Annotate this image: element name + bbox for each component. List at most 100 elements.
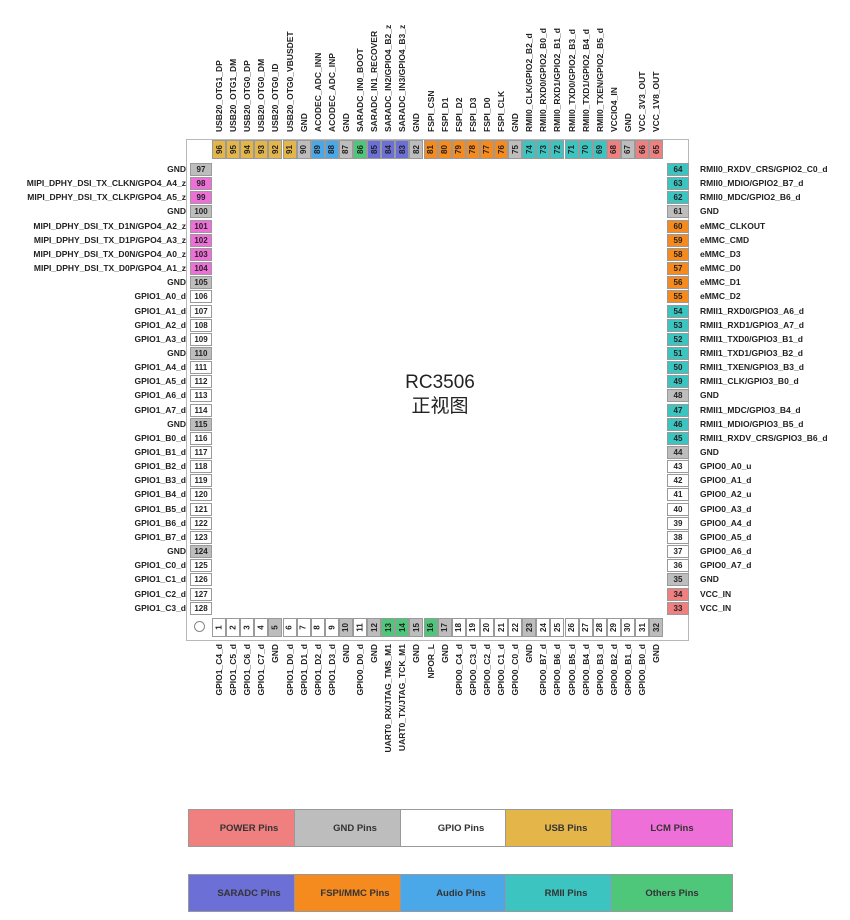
- pin-label-105: GND: [167, 277, 186, 288]
- pin-pad-111: 111: [190, 361, 212, 375]
- legend-item-audio: Audio Pins: [400, 874, 522, 912]
- pin-pad-77: 77: [479, 140, 494, 159]
- pin-number: 6: [284, 625, 294, 630]
- pin-pad-92: 92: [268, 140, 283, 159]
- pin-pad-60: 60: [667, 219, 689, 233]
- pin-number: 21: [496, 623, 506, 632]
- pin-number: 95: [228, 145, 238, 154]
- pin-number: 94: [242, 145, 252, 154]
- pin-pad-75: 75: [508, 140, 523, 159]
- pin-pad-56: 56: [667, 276, 689, 290]
- pin-label-48: GND: [700, 390, 719, 401]
- pin-pad-80: 80: [437, 140, 452, 159]
- pin-pad-98: 98: [190, 177, 212, 191]
- pin-label-108: GPIO1_A2_d: [134, 319, 187, 330]
- pin-pad-53: 53: [667, 318, 689, 332]
- pin-label-59: eMMC_CMD: [700, 234, 750, 245]
- pin-pad-3: 3: [240, 618, 255, 637]
- pin-number: 70: [581, 145, 591, 154]
- pin-pad-59: 59: [667, 233, 689, 247]
- pin-pad-44: 44: [667, 446, 689, 459]
- pin-pad-30: 30: [620, 618, 635, 637]
- pin-pad-57: 57: [667, 262, 689, 276]
- pin-number: 32: [651, 623, 661, 632]
- pin-label-13: UART0_RX/JTAG_TMS_M1: [383, 644, 394, 753]
- pin-pad-114: 114: [190, 403, 212, 417]
- pin-pad-5: 5: [268, 618, 283, 637]
- pin-label-124: GND: [167, 546, 186, 557]
- pin-label-49: RMII1_CLK/GPIO3_B0_d: [700, 376, 799, 387]
- pin-pad-9: 9: [324, 618, 339, 637]
- pin-label-94: USB20_OTG0_DP: [242, 60, 253, 132]
- pin-label-80: FSPI_D1: [439, 97, 450, 133]
- pin-label-67: GND: [622, 113, 633, 132]
- pin-pad-40: 40: [667, 502, 689, 516]
- pin-number: 29: [609, 623, 619, 632]
- pin-pad-112: 112: [190, 375, 212, 389]
- pin-number: 96: [214, 145, 224, 154]
- pin-number: 91: [285, 145, 294, 154]
- pin-number: 78: [468, 145, 478, 154]
- pin-pad-104: 104: [190, 262, 212, 276]
- pin-label-65: VCC_1V8_OUT: [651, 71, 662, 132]
- pin-pad-103: 103: [190, 247, 212, 261]
- pin-pad-58: 58: [667, 247, 689, 261]
- pin-label-50: RMII1_TXEN/GPIO3_B3_d: [700, 362, 804, 373]
- pin-number: 68: [609, 145, 619, 154]
- pin-pad-29: 29: [606, 618, 621, 637]
- pin-label-96: USB20_OTG1_DP: [214, 60, 224, 132]
- pin-pad-47: 47: [667, 403, 689, 417]
- pin1-marker-icon: [194, 621, 205, 632]
- pin-pad-19: 19: [465, 618, 480, 637]
- pin-pad-120: 120: [190, 488, 212, 502]
- pin-pad-124: 124: [190, 545, 212, 559]
- pin-pad-16: 16: [423, 618, 438, 637]
- pin-number: 74: [524, 145, 534, 154]
- pin-pad-109: 109: [190, 332, 212, 346]
- pin-number: 93: [256, 145, 266, 154]
- pin-label-93: USB20_OTG0_DM: [256, 58, 267, 132]
- pin-label-19: GPIO0_C3_d: [467, 644, 478, 696]
- chip-outline: [186, 139, 689, 641]
- pin-label-54: RMII1_RXD0/GPIO3_A6_d: [700, 305, 804, 316]
- pin-pad-1: 1: [212, 618, 226, 637]
- pin-pad-113: 113: [190, 389, 212, 403]
- pin-label-34: VCC_IN: [700, 588, 732, 599]
- pin-pad-67: 67: [620, 140, 635, 159]
- pin-pad-46: 46: [667, 417, 689, 431]
- pin-label-123: GPIO1_B7_d: [134, 531, 187, 542]
- legend-item-power: POWER Pins: [188, 809, 310, 847]
- pin-number: 87: [341, 145, 351, 154]
- pin-label-85: SARADC_IN1_RECOVER: [369, 30, 380, 132]
- pin-label-78: FSPI_D3: [467, 97, 478, 133]
- pin-number: 66: [637, 145, 647, 154]
- pin-number: 18: [454, 623, 464, 632]
- pin-pad-89: 89: [310, 140, 325, 159]
- pin-label-115: GND: [167, 418, 186, 429]
- pin-number: 67: [623, 145, 633, 154]
- pin-label-104: MIPI_DPHY_DSI_TX_D0P/GPO4_A1_z: [33, 263, 186, 274]
- pin-pad-79: 79: [451, 140, 466, 159]
- pin-number: 13: [383, 623, 393, 632]
- pin-label-33: VCC_IN: [700, 602, 732, 613]
- pin-number: 20: [482, 623, 492, 632]
- pin-pad-66: 66: [635, 140, 649, 159]
- pin-pad-17: 17: [437, 618, 452, 637]
- pin-label-43: GPIO0_A0_u: [700, 461, 752, 472]
- pin-label-89: ACODEC_ADC_INN: [312, 52, 323, 132]
- pin-pad-61: 61: [667, 205, 689, 219]
- pin-number: 27: [581, 623, 591, 632]
- pin-pad-93: 93: [254, 140, 269, 159]
- legend-item-usb: USB Pins: [505, 809, 627, 847]
- pin-label-24: GPIO0_B7_d: [538, 644, 549, 696]
- pin-number: 19: [468, 623, 478, 632]
- pin-pad-24: 24: [536, 618, 551, 637]
- pin-pad-23: 23: [522, 618, 537, 637]
- pin-label-102: MIPI_DPHY_DSI_TX_D1P/GPO4_A3_z: [33, 234, 186, 245]
- pin-pad-85: 85: [367, 140, 382, 159]
- pin-label-87: GND: [340, 113, 351, 132]
- pin-pad-25: 25: [550, 618, 565, 637]
- pin-number: 80: [440, 145, 450, 154]
- pin-label-72: RMII0_RXD1/GPIO2_B1_d: [552, 28, 563, 132]
- pin-number: 88: [327, 145, 337, 154]
